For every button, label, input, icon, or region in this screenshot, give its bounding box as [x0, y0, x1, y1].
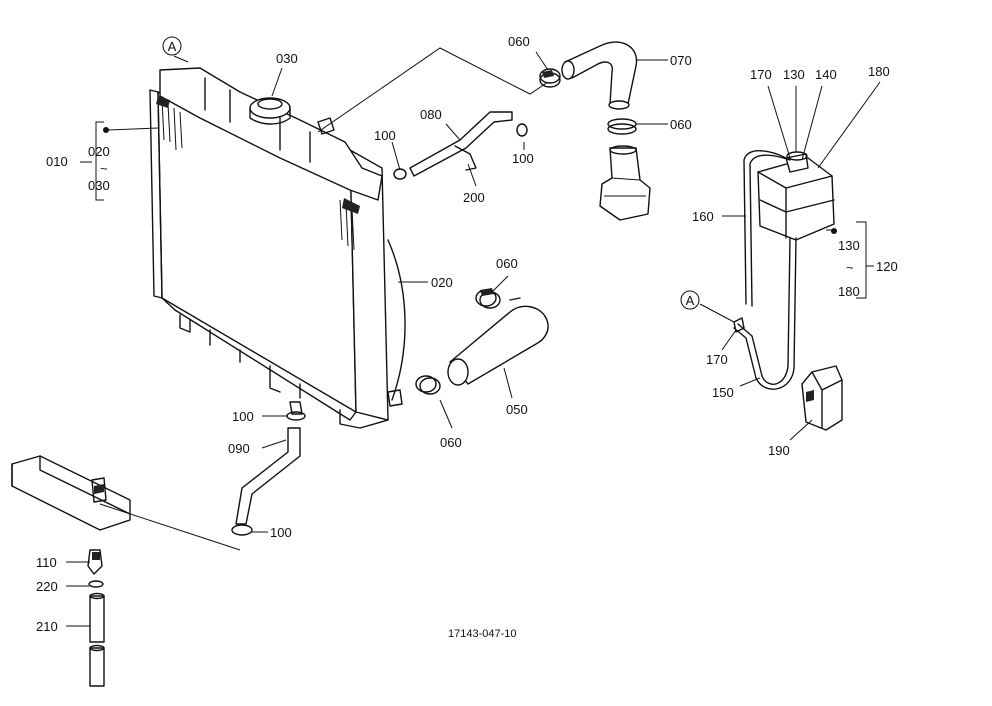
upper-hose — [561, 41, 638, 110]
callout-060-mid: 060 — [496, 256, 518, 271]
callout-060-right: 060 — [670, 117, 692, 132]
callout-090: 090 — [228, 441, 250, 456]
overflow-tube — [743, 150, 791, 307]
callout-030: 030 — [276, 51, 298, 66]
hose-clamp-mid — [475, 288, 501, 309]
callout-labels: 010 020 ~ 030 030 020 060 070 060 080 10… — [36, 34, 898, 634]
callout-020-bracket: 020 — [88, 144, 110, 159]
drain-hose — [231, 411, 306, 536]
callout-170-top: 170 — [750, 67, 772, 82]
callout-180-bracket: 180 — [838, 284, 860, 299]
reference-marker-a-right: A — [680, 290, 700, 310]
leader-lines — [66, 47, 881, 627]
callout-170-low: 170 — [706, 352, 728, 367]
bracket-dot-left — [103, 127, 109, 133]
callout-220: 220 — [36, 579, 58, 594]
reserve-tank — [757, 157, 835, 241]
callout-110: 110 — [36, 555, 57, 570]
callout-080: 080 — [420, 107, 442, 122]
drain-bracket — [11, 455, 131, 531]
callout-060-low: 060 — [440, 435, 462, 450]
callout-100-a: 100 — [374, 128, 396, 143]
bypass-pipe — [393, 111, 528, 180]
hose-clamp-right — [607, 118, 637, 135]
reserve-tank-bracket — [801, 365, 843, 431]
callout-010: 010 — [46, 154, 68, 169]
callout-100-b: 100 — [512, 151, 534, 166]
drain-cock — [87, 549, 103, 575]
reference-marker-a-left: A — [162, 36, 182, 56]
drain-tube — [89, 592, 105, 687]
callout-180-top: 180 — [868, 64, 890, 79]
radiator-cap — [249, 97, 291, 125]
callout-070: 070 — [670, 53, 692, 68]
drawing-number: 17143-047-10 — [448, 628, 517, 640]
callout-050: 050 — [506, 402, 528, 417]
bracket-dot-right — [831, 228, 837, 234]
hose-clamp-low — [415, 375, 441, 395]
callout-210: 210 — [36, 619, 58, 634]
callout-140: 140 — [815, 67, 837, 82]
callout-190: 190 — [768, 443, 790, 458]
reserve-tank-hose — [733, 237, 797, 390]
callout-130-bracket: 130 — [838, 238, 860, 253]
callout-030-bracket: 030 — [88, 178, 110, 193]
callout-150: 150 — [712, 385, 734, 400]
hose-clamp-top — [539, 68, 561, 88]
hose-clip — [733, 317, 745, 333]
callout-100-c: 100 — [232, 409, 254, 424]
callout-100-d: 100 — [270, 525, 292, 540]
callout-200: 200 — [463, 190, 485, 205]
drain-washer — [88, 580, 104, 588]
radiator-core — [149, 67, 406, 429]
callout-060-top: 060 — [508, 34, 530, 49]
callout-range-left: ~ — [100, 161, 108, 176]
callout-160: 160 — [692, 209, 714, 224]
thermostat-housing — [599, 145, 651, 221]
svg-text:A: A — [686, 293, 695, 308]
callout-020: 020 — [431, 275, 453, 290]
callout-130-top: 130 — [783, 67, 805, 82]
callout-120: 120 — [876, 259, 898, 274]
callout-range-right: ~ — [846, 260, 854, 275]
svg-text:A: A — [168, 39, 177, 54]
lower-hose — [447, 297, 549, 386]
